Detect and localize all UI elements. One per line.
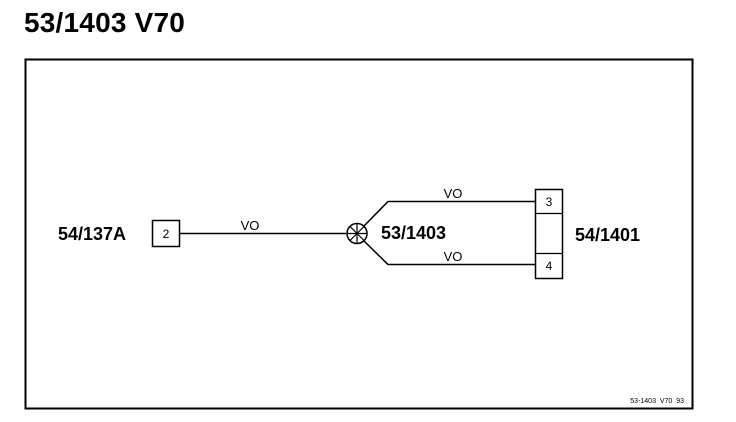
wire-upper-right [363,200,535,227]
wire-upper-right-color-code: VO [444,186,463,201]
wire-lower-right [363,240,535,266]
right-connector-pin-3: 3 [546,195,553,209]
page-title: 53/1403 V70 [24,7,186,38]
right-connector-pin-4: 4 [546,259,553,273]
wire-left-color-code: VO [241,218,260,233]
splice-junction-icon [346,222,368,245]
diagram-frame [24,58,694,410]
wire-lower-right-color-code: VO [444,249,463,264]
right-connector-label: 54/1401 [575,225,640,245]
left-connector-pin-box [151,219,181,248]
left-connector-pin-number: 2 [163,227,170,241]
left-connector-label: 54/137A [58,224,126,244]
footer-code: 53-1403 V70 93 [630,398,684,405]
splice-label: 53/1403 [381,223,446,243]
right-connector-body [534,188,564,280]
